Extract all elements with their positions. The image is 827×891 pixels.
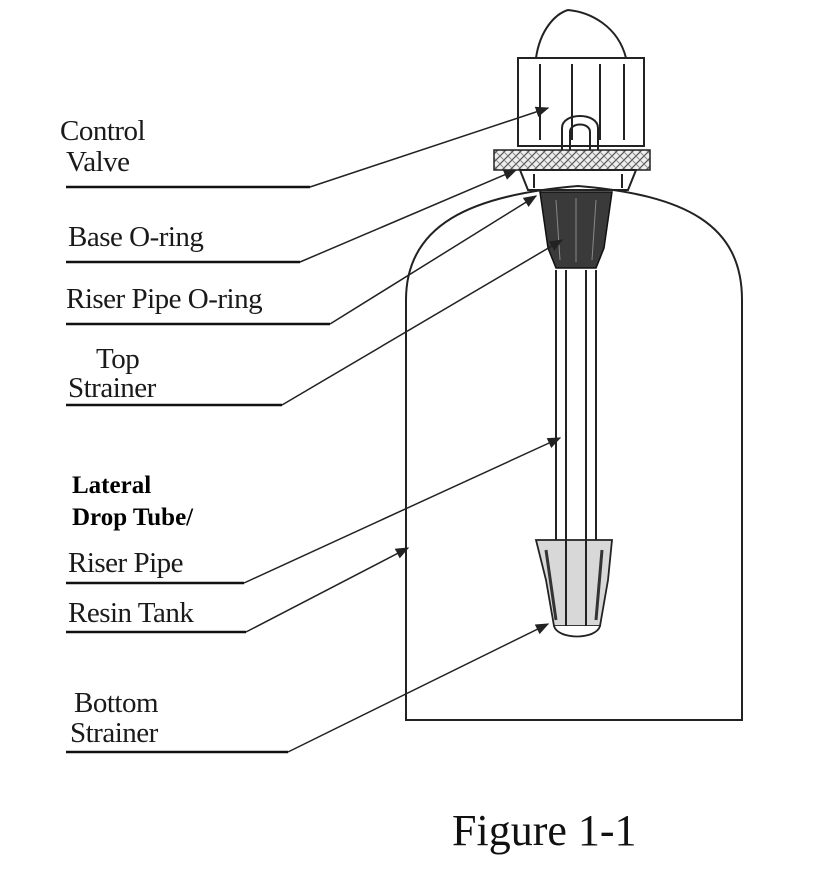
- label-bottom-strainer-line1: Bottom: [74, 687, 159, 719]
- resin-tank-shape: [405, 184, 743, 721]
- label-resin-tank-line1: Resin Tank: [68, 597, 194, 629]
- label-resin-tank: Resin Tank: [68, 597, 194, 629]
- riser-pipe-shape: [555, 270, 597, 540]
- label-base-oring-line1: Base O-ring: [68, 221, 203, 253]
- label-control-valve: Control Valve: [60, 115, 152, 178]
- label-riser-pipe: Riser Pipe: [68, 547, 183, 579]
- figure-caption: Figure 1-1: [452, 806, 637, 855]
- label-riser-pipe-oring: Riser Pipe O-ring: [66, 283, 262, 315]
- label-lateral-drop-tube: Lateral Drop Tube/: [72, 472, 194, 531]
- label-lateral-line1: Lateral: [72, 472, 151, 499]
- control-valve-dome: [534, 8, 628, 59]
- label-control-valve-line1: Control: [60, 115, 146, 147]
- label-control-valve-line2: Valve: [66, 146, 130, 178]
- label-riser-pipe-line1: Riser Pipe: [68, 547, 183, 579]
- base-oring-shape: [493, 149, 651, 171]
- label-riser-oring-line1: Riser Pipe O-ring: [66, 283, 262, 315]
- label-bottom-strainer: Bottom Strainer: [70, 687, 165, 749]
- control-valve-body: [517, 57, 645, 147]
- label-top-strainer: Top Strainer: [68, 343, 157, 404]
- label-top-strainer-line2: Strainer: [68, 372, 157, 404]
- label-base-oring: Base O-ring: [68, 221, 203, 253]
- label-top-strainer-line1: Top: [96, 343, 139, 375]
- label-bottom-strainer-line2: Strainer: [70, 717, 159, 749]
- label-lateral-line2: Drop Tube/: [72, 504, 194, 531]
